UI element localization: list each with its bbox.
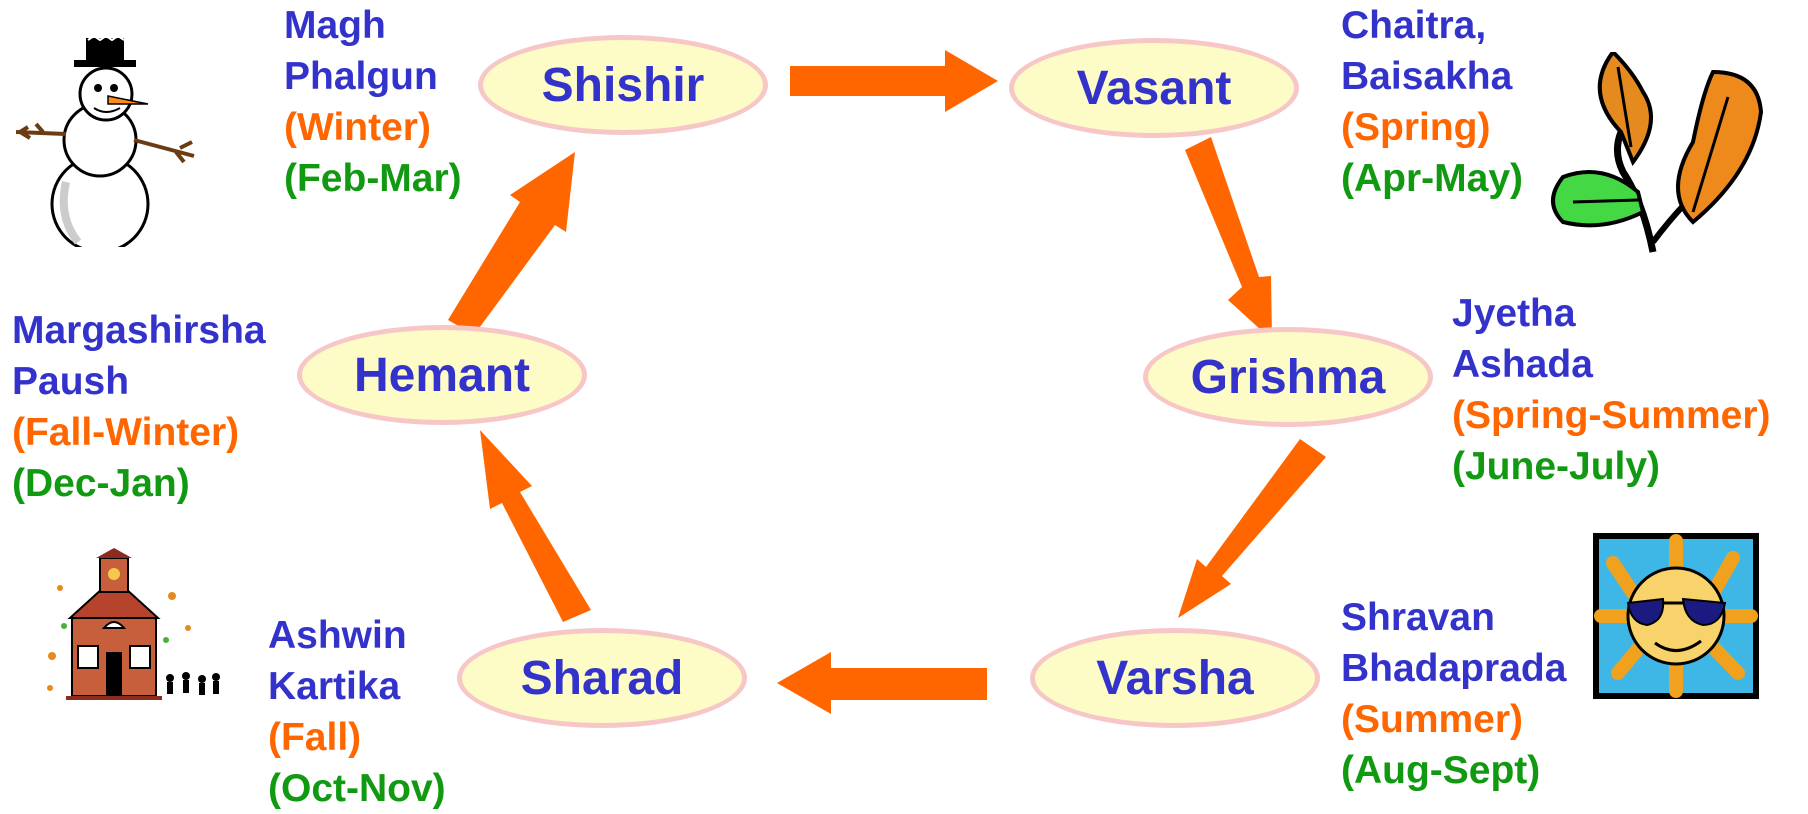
date-range-label: (Feb-Mar) — [284, 157, 462, 200]
western-season-label: (Fall-Winter) — [12, 411, 240, 454]
season-shishir: Shishir — [478, 35, 768, 135]
season-vasant: Vasant — [1009, 38, 1299, 138]
western-season-label: (Spring) — [1341, 106, 1491, 149]
western-season-label: (Spring-Summer) — [1452, 394, 1771, 437]
month-label: Jyetha — [1452, 292, 1576, 335]
date-range-label: (June-July) — [1452, 445, 1661, 488]
arrow-varsha-to-sharad — [777, 652, 987, 714]
date-range-label: (Apr-May) — [1341, 157, 1523, 200]
sun-with-sunglasses-icon — [1593, 533, 1759, 699]
month-label: Phalgun — [284, 55, 438, 98]
date-range-label: (Oct-Nov) — [268, 767, 446, 810]
season-name: Shishir — [541, 58, 705, 112]
western-season-label: (Winter) — [284, 106, 431, 149]
month-label: Shravan — [1341, 596, 1495, 639]
month-label: Magh — [284, 4, 386, 47]
season-grishma: Grishma — [1143, 327, 1433, 427]
arrow-hemant-to-shishir — [448, 152, 575, 335]
month-label: Baisakha — [1341, 55, 1513, 98]
info-hemant: Margashirsha Paush (Fall-Winter) (Dec-Ja… — [12, 305, 266, 509]
month-label: Ashwin — [268, 614, 407, 657]
snowman-icon — [15, 34, 195, 247]
info-varsha: Shravan Bhadaprada (Summer) (Aug-Sept) — [1341, 592, 1566, 796]
info-shishir: Magh Phalgun (Winter) (Feb-Mar) — [284, 0, 462, 204]
info-vasant: Chaitra, Baisakha (Spring) (Apr-May) — [1341, 0, 1523, 204]
date-range-label: (Aug-Sept) — [1341, 749, 1541, 792]
season-name: Hemant — [353, 348, 531, 402]
season-name: Sharad — [520, 651, 684, 705]
season-name: Grishma — [1190, 350, 1386, 404]
season-sharad: Sharad — [457, 628, 747, 728]
season-name: Varsha — [1096, 651, 1254, 705]
info-sharad: Ashwin Kartika (Fall) (Oct-Nov) — [268, 610, 446, 814]
month-label: Margashirsha — [12, 309, 266, 352]
info-grishma: Jyetha Ashada (Spring-Summer) (June-July… — [1452, 288, 1771, 492]
month-label: Paush — [12, 360, 130, 403]
month-label: Kartika — [268, 665, 401, 708]
leaves-icon — [1551, 52, 1763, 253]
arrow-vasant-to-grishma — [1185, 137, 1272, 340]
arrow-shishir-to-vasant — [790, 50, 998, 112]
western-season-label: (Fall) — [268, 716, 362, 759]
schoolhouse-icon — [47, 548, 220, 700]
season-hemant: Hemant — [297, 325, 587, 425]
western-season-label: (Summer) — [1341, 698, 1524, 741]
arrow-grishma-to-varsha — [1178, 439, 1326, 618]
date-range-label: (Dec-Jan) — [12, 462, 190, 505]
arrow-sharad-to-hemant — [480, 430, 591, 622]
month-label: Ashada — [1452, 343, 1593, 386]
month-label: Bhadaprada — [1341, 647, 1567, 690]
season-varsha: Varsha — [1030, 628, 1320, 728]
month-label: Chaitra, — [1341, 4, 1487, 47]
season-name: Vasant — [1076, 61, 1232, 115]
